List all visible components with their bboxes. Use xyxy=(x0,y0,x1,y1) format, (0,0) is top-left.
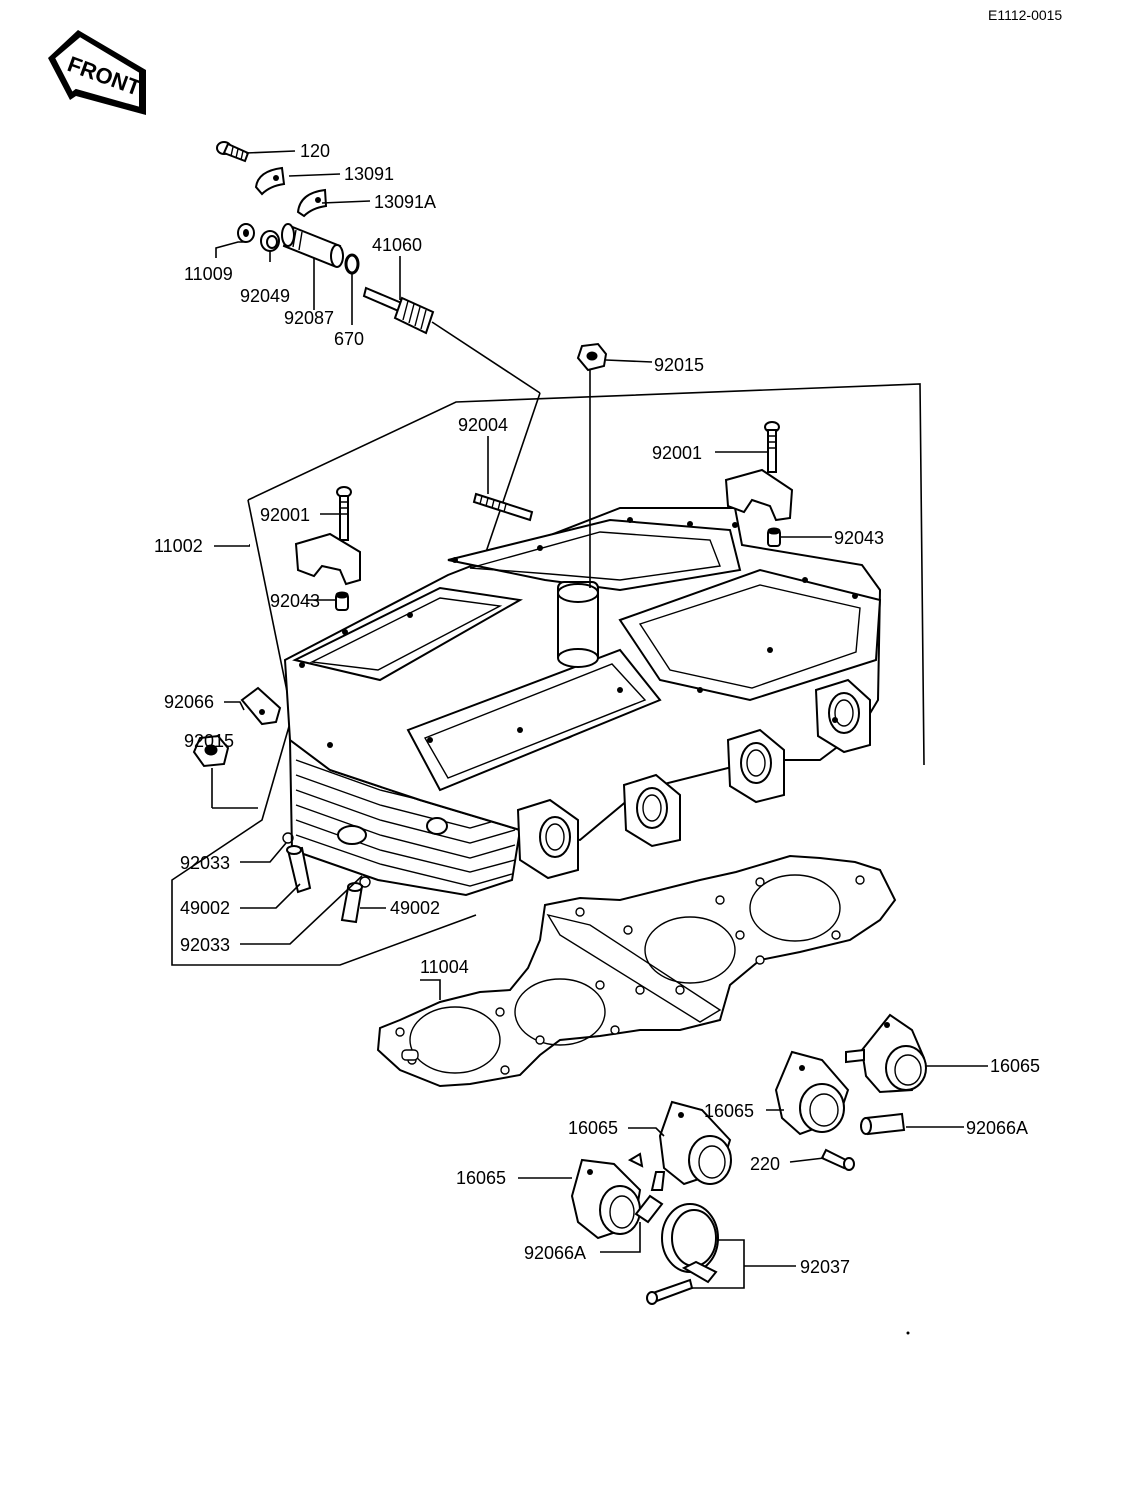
label-220: 220 xyxy=(750,1154,780,1174)
seal-92049 xyxy=(260,230,280,252)
cap-right xyxy=(724,468,794,522)
label-16065-right: 16065 xyxy=(990,1056,1040,1076)
diagram-code: E1112-0015 xyxy=(988,7,1062,23)
plate-13091a xyxy=(296,188,328,218)
holder-16065-midright xyxy=(774,1050,850,1136)
valve-guide-49002-b xyxy=(340,882,364,924)
dowel-92043-right xyxy=(767,527,781,547)
stray-dot xyxy=(906,1331,910,1335)
label-11009: 11009 xyxy=(184,264,233,284)
leader-lines-bottom xyxy=(518,1065,988,1289)
intake-port-1 xyxy=(516,798,579,880)
cylinder-head-11002 xyxy=(283,507,882,897)
plate-13091 xyxy=(254,166,286,196)
bolt-220 xyxy=(820,1148,855,1171)
label-92066: 92066 xyxy=(164,692,214,712)
label-92033-b: 92033 xyxy=(180,935,230,955)
oring-670 xyxy=(344,253,360,275)
leader-11004 xyxy=(420,979,441,1000)
cap-92066a-left xyxy=(634,1194,664,1224)
holder-16065-left xyxy=(570,1152,644,1240)
washer-11009 xyxy=(237,223,255,243)
cap-92066a-right xyxy=(860,1112,906,1136)
valve-guide-49002-a xyxy=(286,845,312,894)
label-92001-left: 92001 xyxy=(260,505,310,525)
intake-port-3 xyxy=(726,728,785,804)
label-92015-left: 92015 xyxy=(184,731,234,751)
label-92033-a: 92033 xyxy=(180,853,230,873)
tachometer-gear-41060 xyxy=(362,286,435,335)
cylinder-head-bracket xyxy=(171,383,925,966)
nut-92015-top xyxy=(576,342,608,588)
label-92049: 92049 xyxy=(240,286,290,306)
label-16065-left: 16065 xyxy=(456,1168,506,1188)
label-92001-right: 92001 xyxy=(652,443,702,463)
leader-lines-middle xyxy=(211,359,832,945)
leader-lines-top xyxy=(215,150,541,553)
label-41060: 41060 xyxy=(372,235,422,255)
intake-port-4 xyxy=(814,678,871,754)
label-92043-right: 92043 xyxy=(834,528,884,548)
label-49002-b: 49002 xyxy=(390,898,440,918)
label-13091a: 13091A xyxy=(374,192,436,212)
label-13091: 13091 xyxy=(344,164,394,184)
holder-16065-midleft xyxy=(650,1100,732,1191)
bolt-92001-left xyxy=(336,486,352,541)
dowel-92043-left xyxy=(335,591,349,611)
label-92004: 92004 xyxy=(458,415,508,435)
label-670: 670 xyxy=(334,329,364,349)
label-16065-midleft: 16065 xyxy=(568,1118,618,1138)
clamp-92037 xyxy=(646,1203,719,1305)
label-49002-a: 49002 xyxy=(180,898,230,918)
label-92015-top: 92015 xyxy=(654,355,704,375)
label-11002: 11002 xyxy=(154,536,203,556)
label-92043-left: 92043 xyxy=(270,591,320,611)
bracket-92066 xyxy=(240,686,282,726)
label-92066a-left: 92066A xyxy=(524,1243,586,1263)
label-120: 120 xyxy=(300,141,330,161)
label-92087: 92087 xyxy=(284,308,334,328)
front-arrow-icon: FRONT xyxy=(48,30,146,115)
head-gasket-11004 xyxy=(376,854,897,1088)
nut-92015-left xyxy=(192,734,230,768)
label-92037: 92037 xyxy=(800,1257,850,1277)
intake-port-2 xyxy=(622,773,681,848)
holder-16065-right xyxy=(845,1013,927,1094)
label-92066a-right: 92066A xyxy=(966,1118,1028,1138)
housing-92087 xyxy=(281,223,344,268)
clip-92033-b xyxy=(359,876,371,888)
label-11004: 11004 xyxy=(420,957,469,977)
label-16065-midright: 16065 xyxy=(704,1101,754,1121)
bolt-92001-right xyxy=(764,421,780,473)
cap-left xyxy=(294,532,361,586)
bolt-120 xyxy=(216,141,250,163)
clip-92033-a xyxy=(282,832,294,844)
stud-92004 xyxy=(472,492,534,522)
